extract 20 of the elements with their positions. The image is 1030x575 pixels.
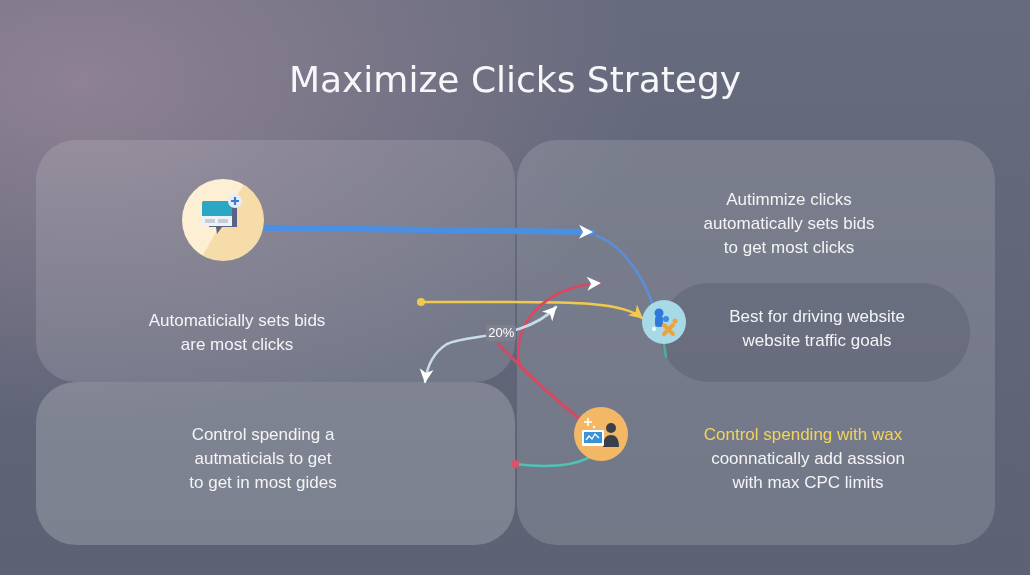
connector-line [595, 234, 654, 305]
edge-label: 20% [486, 325, 517, 342]
panel [36, 140, 515, 382]
panel-text: Autimmize clicks automatically sets bids to get most clicks [702, 189, 876, 259]
arrow [416, 297, 644, 320]
connector-line [510, 456, 590, 469]
connector-line [496, 342, 581, 420]
panel-heading: Control spending with wax [702, 424, 904, 446]
people-icon [642, 300, 686, 344]
panel [36, 382, 515, 545]
panel-text: coonnatically add asssion with max CPC limits [710, 448, 906, 494]
panel-text: Automaticially sets bids are most clicks [147, 310, 327, 356]
panel-text: Control spending a autmaticials to get to get in most gides [188, 424, 338, 494]
connector-line [662, 342, 668, 359]
title: Maximize Clicks Strategy [287, 58, 743, 102]
arrow [260, 224, 595, 239]
panel [517, 140, 995, 545]
person-monitor-icon [574, 407, 628, 461]
pill-text: Best for driving website website traffic goals [728, 306, 906, 352]
arrow [517, 277, 602, 420]
